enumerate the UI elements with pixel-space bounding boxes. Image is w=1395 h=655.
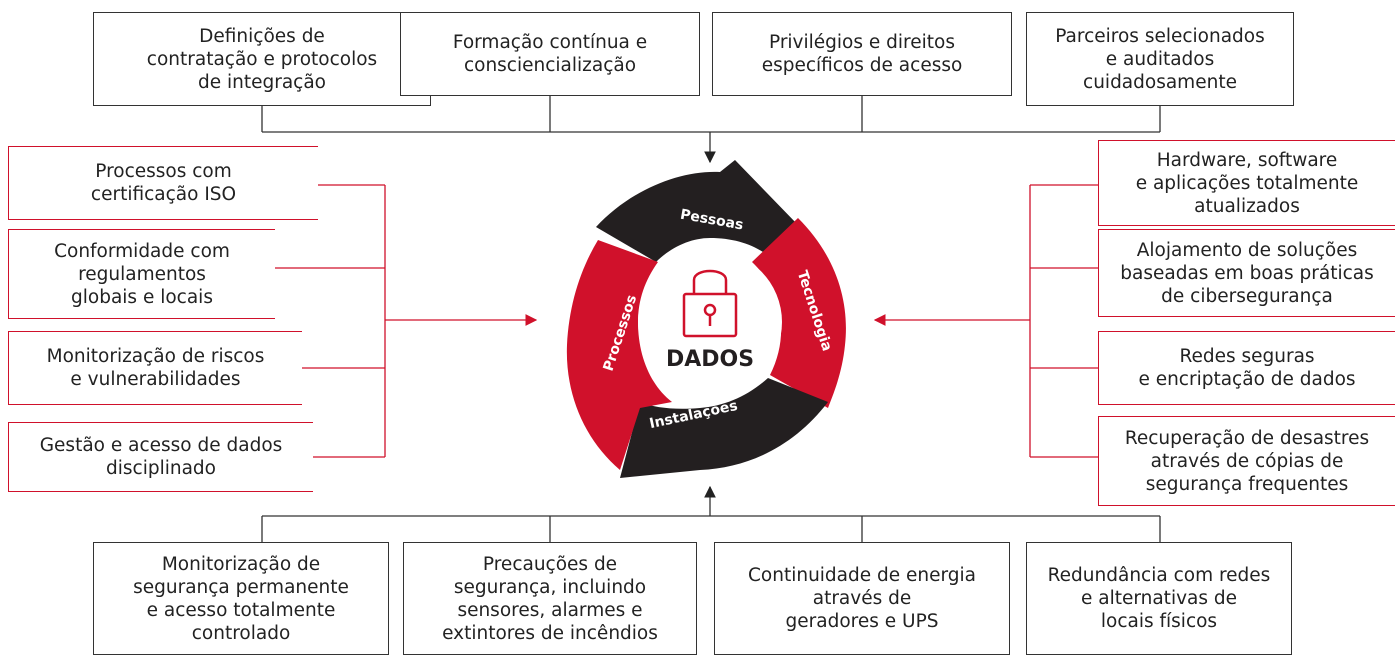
right-box-hosting: Alojamento de soluções baseadas em boas … (1098, 229, 1395, 317)
bottom-connector (261, 485, 1161, 542)
wheel-segment-processos (566, 240, 672, 470)
top-box-partners: Parceiros selecionados e auditados cuida… (1026, 12, 1294, 106)
bottom-box-monitoring: Monitorização de segurança permanente e … (93, 542, 389, 655)
right-box-networks: Redes seguras e encriptação de dados (1098, 331, 1395, 405)
bottom-box-power: Continuidade de energia através de gerad… (714, 542, 1010, 655)
top-connector (261, 96, 1161, 164)
padlock-icon (682, 269, 738, 338)
right-connector (873, 184, 1098, 458)
wheel-segment-instalacoes (620, 378, 828, 478)
center-label: DADOS (666, 347, 754, 372)
top-box-privileges: Privilégios e direitos específicos de ac… (712, 12, 1012, 96)
left-connector (275, 184, 538, 458)
bottom-box-precautions: Precauções de segurança, incluindo senso… (403, 542, 697, 655)
right-box-recovery: Recuperação de desastres através de cópi… (1098, 416, 1395, 506)
top-box-hiring: Definições de contratação e protocolos d… (93, 12, 431, 106)
wheel-segment-tecnologia (752, 218, 846, 408)
left-box-iso: Processos com certificação ISO (8, 146, 318, 220)
top-box-training: Formação contínua e consciencialização (400, 12, 700, 96)
left-box-risk: Monitorização de riscos e vulnerabilidad… (8, 331, 302, 405)
right-box-hardware: Hardware, software e aplicações totalmen… (1098, 140, 1395, 226)
wheel-segment-pessoas (596, 160, 798, 262)
left-box-data-access: Gestão e acesso de dados disciplinado (8, 422, 313, 492)
left-box-compliance: Conformidade com regulamentos globais e … (8, 229, 275, 319)
bottom-box-redundancy: Redundância com redes e alternativas de … (1026, 542, 1292, 655)
